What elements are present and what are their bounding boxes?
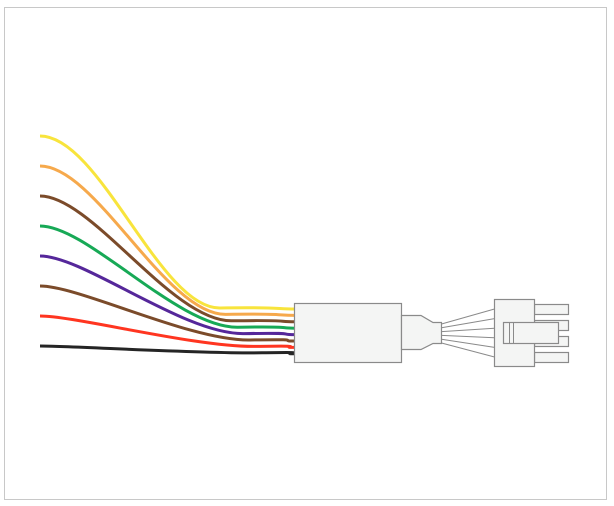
wire [39,254,296,337]
wire [39,134,296,311]
fan-lead [441,342,495,358]
fan-lead [441,308,495,325]
wire-bundle [39,134,296,356]
connector-pin [533,351,570,364]
wire [39,314,296,349]
splice-housing [293,302,403,364]
fan-out-leads [441,308,495,358]
diagram-frame [4,7,607,500]
wire [39,224,296,330]
wire [39,284,296,343]
connector-pin [533,303,570,316]
fan-lead [441,327,495,333]
wire [39,164,296,317]
fan-lead [441,338,495,348]
fan-lead [441,334,495,339]
fan-lead [441,318,495,329]
wire [39,194,296,324]
housing-neck [400,314,443,351]
connector-latch [502,321,560,345]
wire [39,344,296,356]
